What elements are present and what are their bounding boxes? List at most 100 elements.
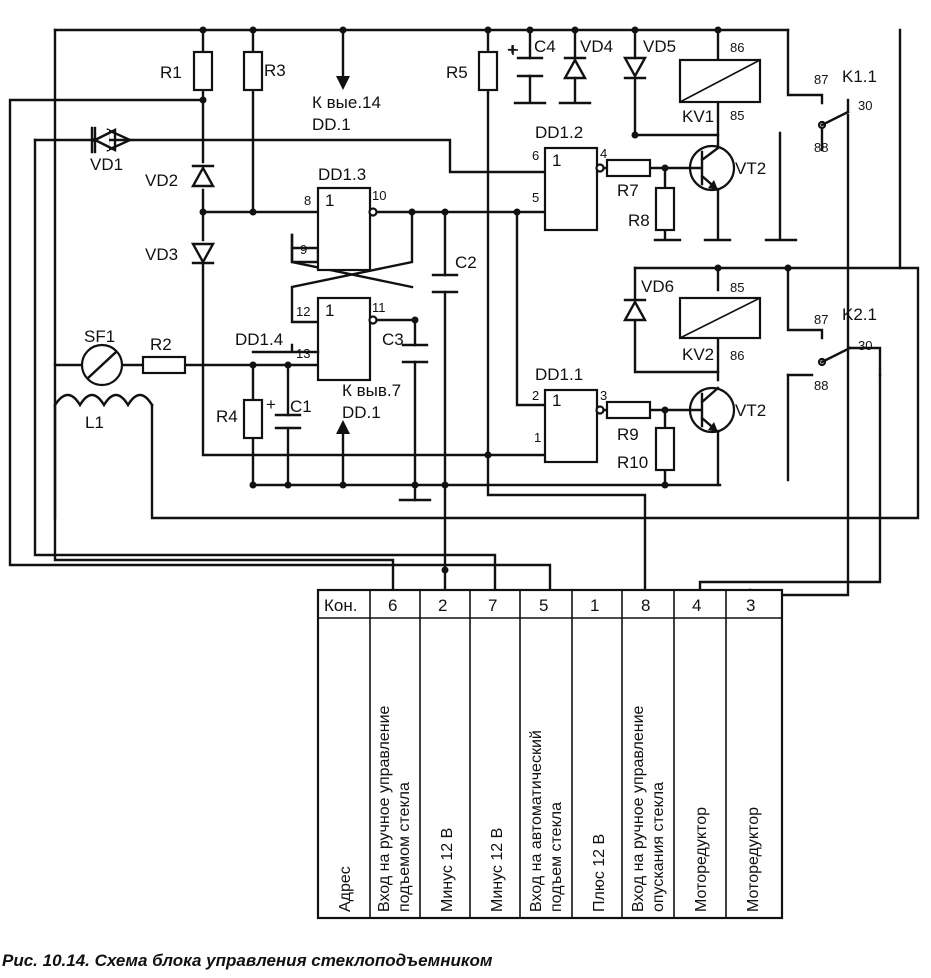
gate-symbol-dd14: 1 [325,301,334,320]
pin-dd11-2: 2 [532,388,539,403]
label-vd4: VD4 [580,37,613,56]
pin-dd13-10: 10 [372,188,386,203]
label-r7: R7 [617,181,639,200]
connector-purpose-4: Моторедуктор [693,807,710,912]
label-r5: R5 [446,63,468,82]
note-pin7-line1: К выв.7 [342,381,401,400]
gate-symbol-dd11: 1 [552,391,561,410]
pin-dd12-5: 5 [532,190,539,205]
label-r3: R3 [264,61,286,80]
pin-k21-30: 30 [858,338,872,353]
connector-pin-1: 1 [590,596,599,615]
label-kv1: KV1 [682,107,714,126]
note-pin14-line1: К вые.14 [312,93,381,112]
label-vd5: VD5 [643,37,676,56]
label-c4-plus: + [507,40,517,59]
relay-contacts [786,98,882,377]
label-dd14: DD1.4 [235,330,283,349]
connector-header-label: Кон. [324,596,357,615]
label-sf1: SF1 [84,327,115,346]
label-kv2: KV2 [682,345,714,364]
connector-pin-5: 5 [539,596,548,615]
label-c2: C2 [455,253,477,272]
label-vd3: VD3 [145,245,178,264]
connector-purpose-6-line2: подъемом стекла [396,782,413,912]
connector-pin-7: 7 [488,596,497,615]
pin-arrows [336,76,350,434]
pin-kv2-86: 86 [730,348,744,363]
junction-dots [199,26,792,574]
connector-address-label: Адрес [337,866,354,912]
connector-pin-6: 6 [388,596,397,615]
relays [678,58,762,340]
transistors [688,144,736,434]
pin-dd11-1: 1 [534,430,541,445]
diodes [90,56,648,322]
pin-dd14-12: 12 [296,304,310,319]
label-dd13: DD1.3 [318,165,366,184]
pin-kv1-85: 85 [730,108,744,123]
connector-purpose-2: Минус 12 В [439,828,456,912]
pin-kv1-86: 86 [730,40,744,55]
schematic-diagram: R1 R3 R5 C4 VD4 VD5 VD1 VD2 VD3 DD1.3 DD… [8,26,920,920]
component-labels: R1 R3 R5 C4 VD4 VD5 VD1 VD2 VD3 DD1.3 DD… [84,37,877,472]
label-dd11: DD1.1 [535,365,583,384]
connector-purpose-6-line1: Вход на ручное управление [376,705,393,912]
resistors [141,50,676,472]
label-k11: K1.1 [842,67,877,86]
label-c3: C3 [382,330,404,349]
label-r8: R8 [628,211,650,230]
fuse-and-coil [53,343,154,408]
figure-caption: Рис. 10.14. Схема блока управления стекл… [2,951,493,970]
connector-purpose-3: Моторедуктор [745,807,762,912]
label-l1: L1 [85,413,104,432]
gate-symbol-dd12: 1 [552,151,561,170]
connector-purpose-1: Плюс 12 В [591,834,608,912]
pin-k11-30: 30 [858,98,872,113]
pin-k21-88: 88 [814,378,828,393]
pin-dd12-4: 4 [600,146,607,161]
connector-purpose-5-line1: Вход на автоматический [528,730,545,912]
note-pin7-line2: DD.1 [342,403,381,422]
pin-dd14-11: 11 [372,300,386,315]
capacitors [274,45,544,430]
label-vd2: VD2 [145,171,178,190]
connector-purpose-8-line2: опускания стекла [650,782,667,912]
connector-table: Кон. 6 2 7 5 1 8 4 3 Адрес Вход на ручно… [316,588,784,920]
connector-purpose-8-line1: Вход на ручное управление [630,705,647,912]
label-k21: K2.1 [842,305,877,324]
label-r4: R4 [216,407,238,426]
connector-pin-4: 4 [692,596,701,615]
gate-symbols: 1 1 1 1 [325,151,561,410]
label-c4: C4 [534,37,556,56]
label-r1: R1 [160,63,182,82]
pin-dd11-3: 3 [600,388,607,403]
label-vt2-top: VT2 [735,159,766,178]
connector-pin-8: 8 [641,596,650,615]
label-dd12: DD1.2 [535,123,583,142]
connector-pin-3: 3 [746,596,755,615]
connector-pin-2: 2 [438,596,447,615]
label-vd1: VD1 [90,155,123,174]
connector-purpose-7: Минус 12 В [489,828,506,912]
wiring [8,28,920,597]
pin-k11-87: 87 [814,72,828,87]
logic-gates [251,146,605,464]
note-pin14-line2: DD.1 [312,115,351,134]
pin-k21-87: 87 [814,312,828,327]
label-c1-plus: + [266,395,276,414]
label-vt2-bottom: VT2 [735,401,766,420]
label-r2: R2 [150,335,172,354]
pin-k11-88: 88 [814,140,828,155]
connector-purpose-5-line2: подъем стекла [548,802,565,912]
pin-notes: К вые.14 DD.1 К выв.7 DD.1 [312,93,401,422]
pin-dd14-13: 13 [296,346,310,361]
label-r9: R9 [617,425,639,444]
label-vd6: VD6 [641,277,674,296]
label-r10: R10 [617,453,648,472]
pin-dd13-8: 8 [304,193,311,208]
pin-dd13-9: 9 [300,242,307,257]
pin-kv2-85: 85 [730,280,744,295]
gate-symbol-dd13: 1 [325,191,334,210]
pin-numbers: 8 9 10 12 13 11 6 5 4 2 1 3 86 85 85 86 … [296,40,872,445]
